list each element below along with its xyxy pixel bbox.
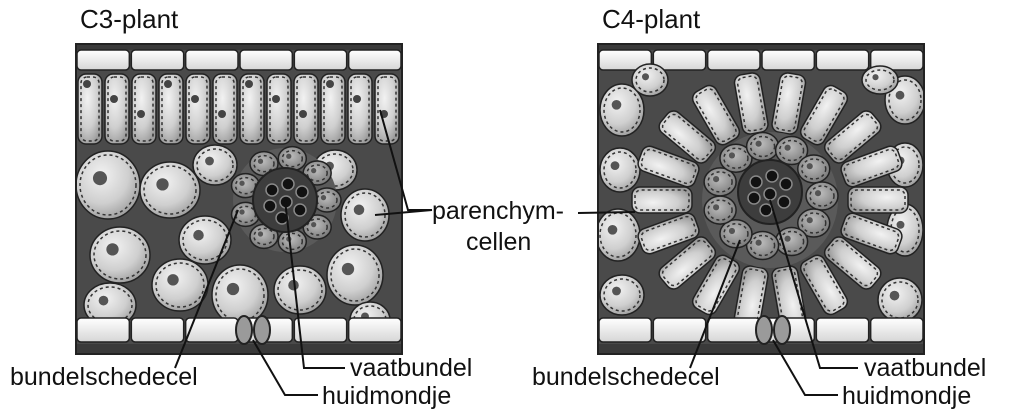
epidermis-cell <box>816 50 868 70</box>
parenchym-leader-c4 <box>578 212 635 213</box>
spongy-cell <box>90 227 150 283</box>
huidmondje-label-c4: huidmondje <box>842 382 971 410</box>
spongy-cell <box>327 245 383 305</box>
epidermis-cell <box>653 318 705 342</box>
epidermis-cell <box>240 50 292 70</box>
epidermis-cell <box>762 50 814 70</box>
vessel <box>780 178 792 190</box>
epidermis-cell <box>77 50 129 70</box>
bundle-sheath-cell <box>806 182 838 210</box>
epidermis-cell <box>708 50 760 70</box>
c3-leaf-section <box>76 44 402 354</box>
epidermis-cell <box>871 318 923 342</box>
huidmondje-label-c3: huidmondje <box>322 382 451 410</box>
spongy-cell <box>76 151 140 219</box>
spongy-cell <box>140 162 200 218</box>
spongy-cell <box>274 266 326 314</box>
palisade-cell <box>213 74 237 144</box>
mesophyll-cell <box>878 278 922 322</box>
epidermis-cell <box>599 318 651 342</box>
epidermis-cell <box>131 318 183 342</box>
epidermis-cell <box>294 318 346 342</box>
epidermis-cell <box>131 50 183 70</box>
vessel <box>266 184 278 196</box>
mesophyll-cell <box>862 66 898 94</box>
wreath-mesophyll-cell <box>848 187 908 213</box>
bundle-sheath-cell <box>278 147 306 171</box>
c4-title: C4-plant <box>602 4 701 34</box>
palisade-cell <box>348 74 372 144</box>
epidermis-cell <box>708 318 760 342</box>
epidermis-cell <box>294 50 346 70</box>
palisade-cell <box>294 74 318 144</box>
vessel <box>264 200 276 212</box>
wreath-mesophyll-cell <box>632 187 692 213</box>
vessel <box>294 204 306 216</box>
mesophyll-cell <box>600 275 644 315</box>
mesophyll-cell <box>632 64 668 96</box>
spongy-cell <box>179 216 231 264</box>
vessel <box>282 178 294 190</box>
palisade-cell <box>267 74 291 144</box>
bundle-sheath-cell <box>747 133 779 161</box>
bundelschedecel-label-c3: bundelschedecel <box>10 363 198 391</box>
c3-panel: C3-plant <box>76 4 402 354</box>
palisade-cell <box>186 74 210 144</box>
bundle-sheath-cell <box>798 155 830 183</box>
vessel <box>766 170 778 182</box>
bundelschedecel-label-c4: bundelschedecel <box>532 363 720 391</box>
bundle-sheath-cell <box>704 196 736 224</box>
vessel <box>748 192 760 204</box>
parenchym-label-line2: cellen <box>466 228 531 256</box>
bundle-sheath-cell <box>278 229 306 253</box>
vaatbundel-label-c4: vaatbundel <box>864 354 986 382</box>
c3-title: C3-plant <box>80 4 179 34</box>
mesophyll-cell <box>596 209 640 261</box>
palisade-cell <box>105 74 129 144</box>
spongy-cell <box>152 259 208 311</box>
vessel <box>750 176 762 188</box>
vessel <box>764 188 776 200</box>
epidermis-cell <box>816 318 868 342</box>
c4-leaf-section <box>596 44 925 354</box>
vessel <box>760 204 772 216</box>
epidermis-cell <box>77 318 129 342</box>
vaatbundel-label-c3: vaatbundel <box>350 354 472 382</box>
vessel <box>296 186 308 198</box>
spongy-cell <box>193 145 237 185</box>
epidermis-cell <box>349 318 401 342</box>
vessel <box>778 196 790 208</box>
mesophyll-cell <box>600 148 640 192</box>
palisade-cell <box>132 74 156 144</box>
c4-panel: C4-plant <box>596 4 925 354</box>
epidermis-cell <box>186 50 238 70</box>
epidermis-cell <box>349 50 401 70</box>
parenchym-label-line1: parenchym- <box>432 197 564 225</box>
